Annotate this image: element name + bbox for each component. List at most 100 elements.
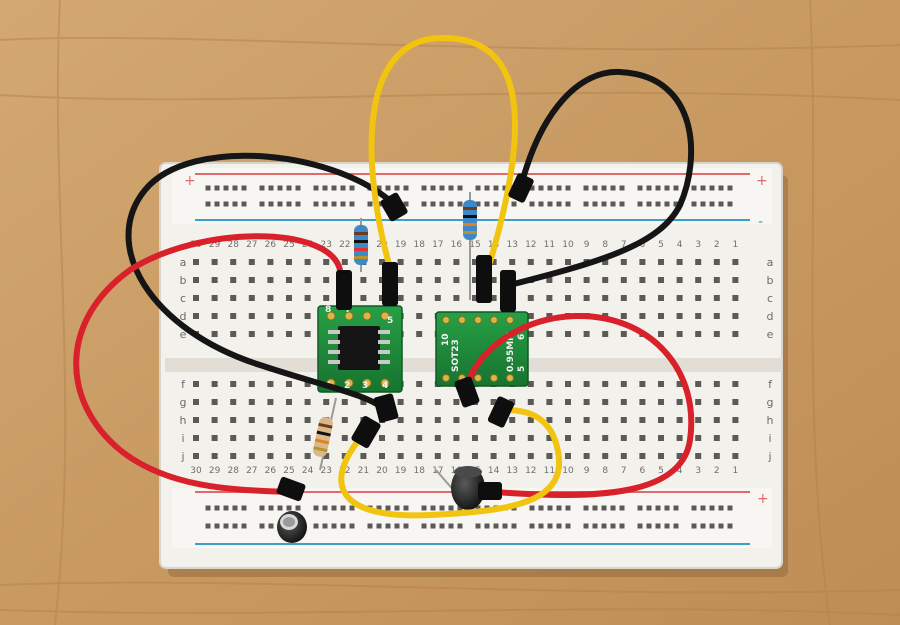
breadboard-hole — [193, 381, 199, 387]
column-number-bottom: 7 — [621, 466, 627, 476]
rail-hole — [394, 505, 400, 511]
rail-hole — [511, 523, 517, 529]
column-number-top: 29 — [209, 240, 221, 250]
rail-hole — [214, 523, 220, 529]
rail-hole — [340, 505, 346, 511]
breadboard-hole — [639, 453, 646, 459]
column-number-top: 6 — [640, 240, 646, 250]
column-number-top: 27 — [246, 240, 257, 250]
rail-hole — [421, 185, 427, 191]
breadboard-hole — [211, 381, 218, 387]
rail-hole — [232, 185, 238, 191]
breadboard-hole — [267, 399, 274, 405]
rail-hole — [484, 523, 490, 529]
column-number-bottom: 10 — [562, 466, 574, 476]
rail-hole — [664, 505, 670, 511]
row-letter: h — [180, 414, 187, 427]
rail-hole — [259, 201, 265, 207]
rail-hole — [493, 523, 499, 529]
rail-hole — [700, 523, 706, 529]
rail-hole — [403, 523, 409, 529]
row-letter: e — [767, 328, 774, 341]
rail-hole — [268, 201, 274, 207]
breadboard-hole — [658, 435, 664, 441]
breadboard-hole — [416, 331, 423, 337]
breadboard-hole — [453, 277, 460, 283]
breadboard-hole — [193, 277, 199, 283]
breadboard-hole — [211, 399, 218, 405]
rail-hole — [439, 523, 445, 529]
breadboard-hole — [695, 259, 702, 265]
column-number-bottom: 12 — [525, 466, 536, 476]
column-number-top: 18 — [413, 240, 425, 250]
breadboard-hole — [602, 295, 609, 301]
breadboard-hole — [341, 259, 348, 265]
breadboard-hole — [732, 417, 739, 423]
breadboard-hole — [602, 453, 609, 459]
breadboard-hole — [639, 295, 646, 301]
rail-hole — [214, 185, 220, 191]
breadboard-hole — [453, 453, 460, 459]
rail-hole — [295, 201, 301, 207]
breadboard-hole — [193, 313, 199, 319]
rail-hole — [385, 185, 391, 191]
breadboard-hole — [490, 435, 497, 441]
rail-hole — [241, 201, 247, 207]
column-number-top: 7 — [621, 240, 627, 250]
column-number-top: 12 — [525, 240, 536, 250]
breadboard-hole — [248, 331, 255, 337]
rail-hole — [340, 201, 346, 207]
rail-hole — [592, 201, 598, 207]
rail-hole — [448, 505, 454, 511]
rail-hole — [727, 505, 733, 511]
rail-hole — [610, 185, 616, 191]
rail-hole — [268, 523, 274, 529]
breadboard-hole — [676, 277, 683, 283]
rail-hole — [286, 185, 292, 191]
rail-hole — [556, 201, 562, 207]
breadboard-hole — [676, 313, 683, 319]
breadboard-hole — [304, 259, 311, 265]
column-number-top: 16 — [451, 240, 463, 250]
breadboard-hole — [286, 259, 292, 265]
rail-hole — [457, 523, 463, 529]
breadboard-hole — [509, 453, 516, 459]
rail-hole — [592, 185, 598, 191]
breadboard-hole — [193, 435, 199, 441]
rail-hole — [331, 505, 337, 511]
breadboard-hole — [732, 453, 739, 459]
breadboard-hole — [230, 435, 237, 441]
sot23-pitch-label: 0.95MM — [506, 332, 516, 372]
rail-hole — [223, 505, 229, 511]
breadboard-hole — [267, 313, 274, 319]
rail-hole — [556, 505, 562, 511]
rail-hole — [673, 201, 679, 207]
breadboard-hole — [230, 417, 237, 423]
breadboard-hole — [676, 295, 683, 301]
rail-hole — [214, 201, 220, 207]
rail-hole — [331, 201, 337, 207]
breadboard-hole — [639, 417, 646, 423]
breadboard-hole — [583, 399, 590, 405]
breadboard-hole — [546, 259, 553, 265]
breadboard-hole — [472, 453, 478, 459]
breadboard-hole — [658, 259, 664, 265]
breadboard-hole — [490, 259, 497, 265]
rail-hole — [313, 523, 319, 529]
breadboard-hole — [527, 331, 534, 337]
wire-plugs — [276, 173, 534, 502]
rail-hole — [232, 505, 238, 511]
soic8-pin-5: 5 — [387, 316, 393, 326]
breadboard-hole — [565, 277, 571, 283]
breadboard-hole — [230, 381, 237, 387]
rail-hole — [394, 185, 400, 191]
row-letter: g — [767, 396, 774, 409]
breadboard-hole — [546, 331, 553, 337]
breadboard-hole — [620, 435, 627, 441]
breadboard-hole — [248, 259, 255, 265]
breadboard-hole — [583, 381, 590, 387]
breadboard-hole — [379, 453, 385, 459]
